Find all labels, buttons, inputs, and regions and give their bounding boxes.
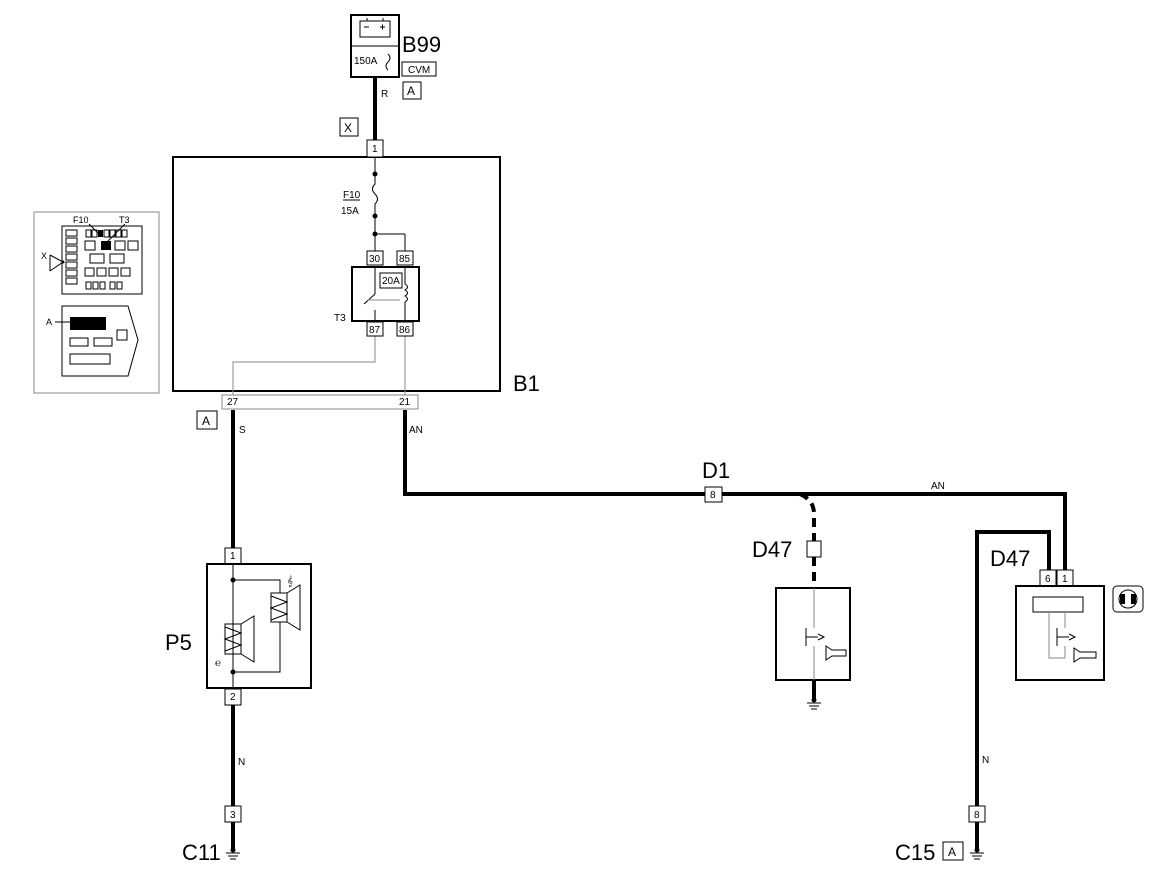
wire-n-label-right: N — [982, 755, 989, 766]
steering-wheel-connector-icon — [1112, 585, 1144, 613]
wire-an-label-left: AN — [409, 425, 423, 436]
p5-internal: 𝄞 ℮ — [215, 564, 301, 688]
ground-symbol-icon — [226, 847, 240, 860]
b1-pin-an: 21 — [399, 397, 411, 408]
relay-coil-icon — [404, 267, 408, 321]
b1-pin-in: 1 — [372, 144, 378, 155]
d1-pin: 8 — [710, 490, 716, 501]
wire-an-label-right: AN — [931, 481, 945, 492]
wire-an — [403, 410, 1067, 570]
relay-t3: 30 85 20A 87 86 — [351, 250, 420, 337]
fuse-f10-icon — [372, 174, 378, 216]
b1-box — [172, 156, 501, 392]
inset-label-f10: F10 — [73, 215, 89, 225]
wire-r-label: R — [381, 89, 388, 100]
f10-name: F10 — [343, 190, 361, 201]
b1-label: B1 — [513, 371, 540, 396]
d47-right-label: D47 — [990, 546, 1030, 571]
wire-s-label: S — [239, 425, 246, 436]
horn-speaker-icon-low — [223, 615, 255, 663]
b1-pin-s: 27 — [227, 397, 239, 408]
inset-label-a: A — [46, 317, 52, 327]
t3-pin-87: 87 — [369, 325, 381, 336]
t3-rating: 20A — [382, 276, 400, 287]
horn-speaker-icon — [269, 584, 301, 631]
b1-internal-circuit — [221, 157, 419, 410]
treble-clef-icon: 𝄞 — [287, 575, 293, 587]
p5-box — [206, 563, 312, 689]
d47-right-internal — [1032, 596, 1097, 663]
fuse-icon — [385, 53, 391, 71]
d47-left-internal — [805, 588, 847, 680]
fuse-box-locator-inset — [33, 211, 160, 394]
horn-icon — [1073, 647, 1097, 663]
t3-pin-85: 85 — [399, 254, 411, 265]
d1-label: D1 — [702, 458, 730, 483]
c15-label: C15 — [895, 840, 935, 865]
wire-n-right — [975, 530, 1051, 806]
d47-right-box — [1015, 585, 1105, 681]
t3-name: T3 — [334, 313, 346, 324]
t3-pin-86: 86 — [399, 325, 411, 336]
p5-pin-top: 1 — [230, 551, 236, 562]
wires — [231, 77, 1067, 850]
d47-left-box — [775, 587, 851, 681]
d47-right-pin-1: 1 — [1062, 574, 1068, 585]
b99-fuse-rating: 150A — [354, 56, 378, 67]
wire-n-label-left: N — [238, 757, 245, 768]
t3-pin-30: 30 — [369, 254, 381, 265]
b1-location-bottom: A — [202, 414, 210, 428]
c11-pin: 3 — [230, 810, 236, 821]
b1-location-top: X — [344, 121, 352, 135]
p5-pin-bottom: 2 — [230, 692, 236, 703]
inset-label-t3: T3 — [119, 215, 130, 225]
b99-cvm-tag: CVM — [408, 65, 430, 76]
p5-label: P5 — [165, 630, 192, 655]
c15-location: A — [948, 845, 956, 859]
bass-mark-icon: ℮ — [215, 658, 221, 669]
c15-pin: 8 — [974, 810, 980, 821]
battery-icon — [359, 18, 391, 38]
b99-location: A — [407, 84, 415, 98]
horn-icon — [825, 645, 847, 661]
b99-fuse-box: 150A — [350, 14, 400, 78]
f10-rating: 15A — [341, 206, 359, 217]
ground-symbol-icon — [807, 697, 821, 710]
wire-an-branch — [799, 492, 816, 541]
d47-right-pin-6: 6 — [1045, 574, 1051, 585]
c11-label: C11 — [182, 840, 221, 865]
ground-symbol-icon — [970, 847, 984, 860]
inset-label-x: X — [41, 251, 47, 261]
d47-left-label: D47 — [752, 537, 792, 562]
b99-label: B99 — [402, 32, 441, 57]
